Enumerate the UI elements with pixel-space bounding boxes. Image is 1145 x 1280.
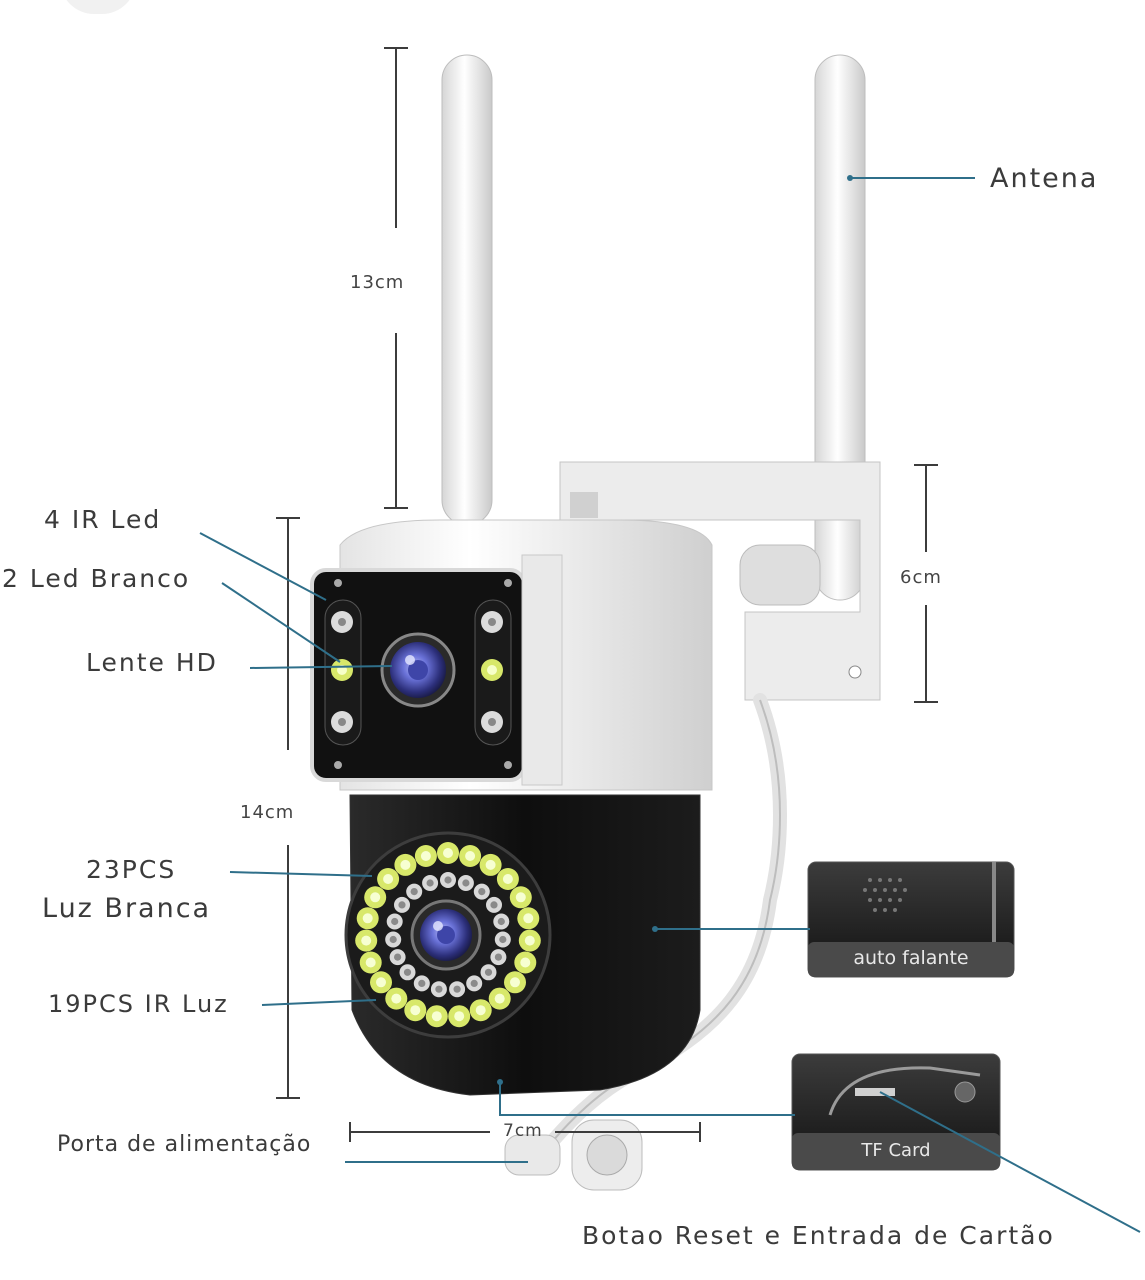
white-light-led-core — [361, 935, 372, 946]
white-light-led-core — [400, 859, 411, 870]
base-width-label: 7cm — [503, 1121, 543, 1141]
ir-led-core — [403, 968, 412, 976]
white-light-led-core — [523, 913, 534, 924]
body-height-label: 14cm — [240, 802, 295, 823]
white-light-led-core — [494, 993, 505, 1004]
left-antenna — [441, 54, 493, 526]
ir-led-core — [418, 979, 426, 988]
white-led-label: 2 Led Branco — [2, 564, 191, 593]
white-light-led-core — [362, 913, 373, 924]
white-light-led-core — [376, 977, 386, 988]
white-light-led-core — [454, 1011, 465, 1022]
ir-led-core — [410, 888, 418, 896]
ir-led-core — [494, 953, 502, 961]
white-light-led-core — [443, 848, 453, 858]
ir-led-core — [453, 985, 461, 993]
bracket-height-label: 6cm — [900, 567, 942, 588]
ir-led-core — [398, 901, 406, 909]
reset-card-label: Botao Reset e Entrada de Cartão — [582, 1221, 1055, 1250]
antenna-label: Antena — [990, 163, 1099, 194]
ir-led-core — [499, 935, 507, 944]
ir-led-core — [435, 985, 443, 993]
white-light-led-core — [485, 859, 496, 870]
ir-led-core — [391, 917, 399, 926]
lower-leds — [355, 842, 541, 1028]
ir-led-core — [470, 979, 478, 988]
ir-led-core — [389, 935, 397, 944]
ir-led-core — [490, 901, 498, 909]
speaker-callout-label: auto falante — [853, 947, 969, 969]
leader-lines — [199, 177, 1141, 1233]
ir-led-core — [394, 953, 402, 961]
white-light-led-core — [391, 993, 402, 1004]
lens-label: Lente HD — [86, 648, 218, 677]
white-light-count-label: 23PCS — [86, 855, 177, 884]
card-callout-label: TF Card — [861, 1140, 931, 1161]
ir-led-core — [444, 876, 452, 884]
white-light-name-label: Luz Branca — [42, 893, 212, 924]
dimension-lines — [276, 47, 938, 1142]
antenna-height-label: 13cm — [350, 272, 405, 293]
white-light-led-core — [365, 957, 376, 968]
ir-led-core — [426, 879, 434, 887]
ir-led-core — [484, 968, 493, 976]
ir-light-label: 19PCS IR Luz — [48, 990, 229, 1018]
ir-led-core — [497, 917, 505, 926]
power-port-label: Porta de alimentação — [57, 1132, 312, 1157]
white-light-led-core — [515, 892, 526, 903]
white-light-led-core — [410, 1005, 421, 1016]
ir-led-core — [478, 888, 486, 896]
wall-bracket — [559, 461, 881, 701]
white-light-led-core — [420, 851, 431, 861]
white-light-led-core — [370, 892, 381, 903]
white-light-led-core — [502, 874, 513, 884]
white-light-led-core — [383, 874, 394, 884]
white-light-led-core — [431, 1011, 442, 1022]
ir-led-label: 4 IR Led — [44, 505, 162, 534]
ir-led-core — [462, 879, 470, 887]
white-light-led-core — [465, 851, 476, 861]
corner-shadow — [60, 0, 136, 14]
white-light-led-core — [475, 1005, 486, 1016]
white-light-led-core — [520, 957, 531, 968]
white-light-led-core — [524, 935, 535, 946]
white-light-led-core — [510, 977, 520, 988]
